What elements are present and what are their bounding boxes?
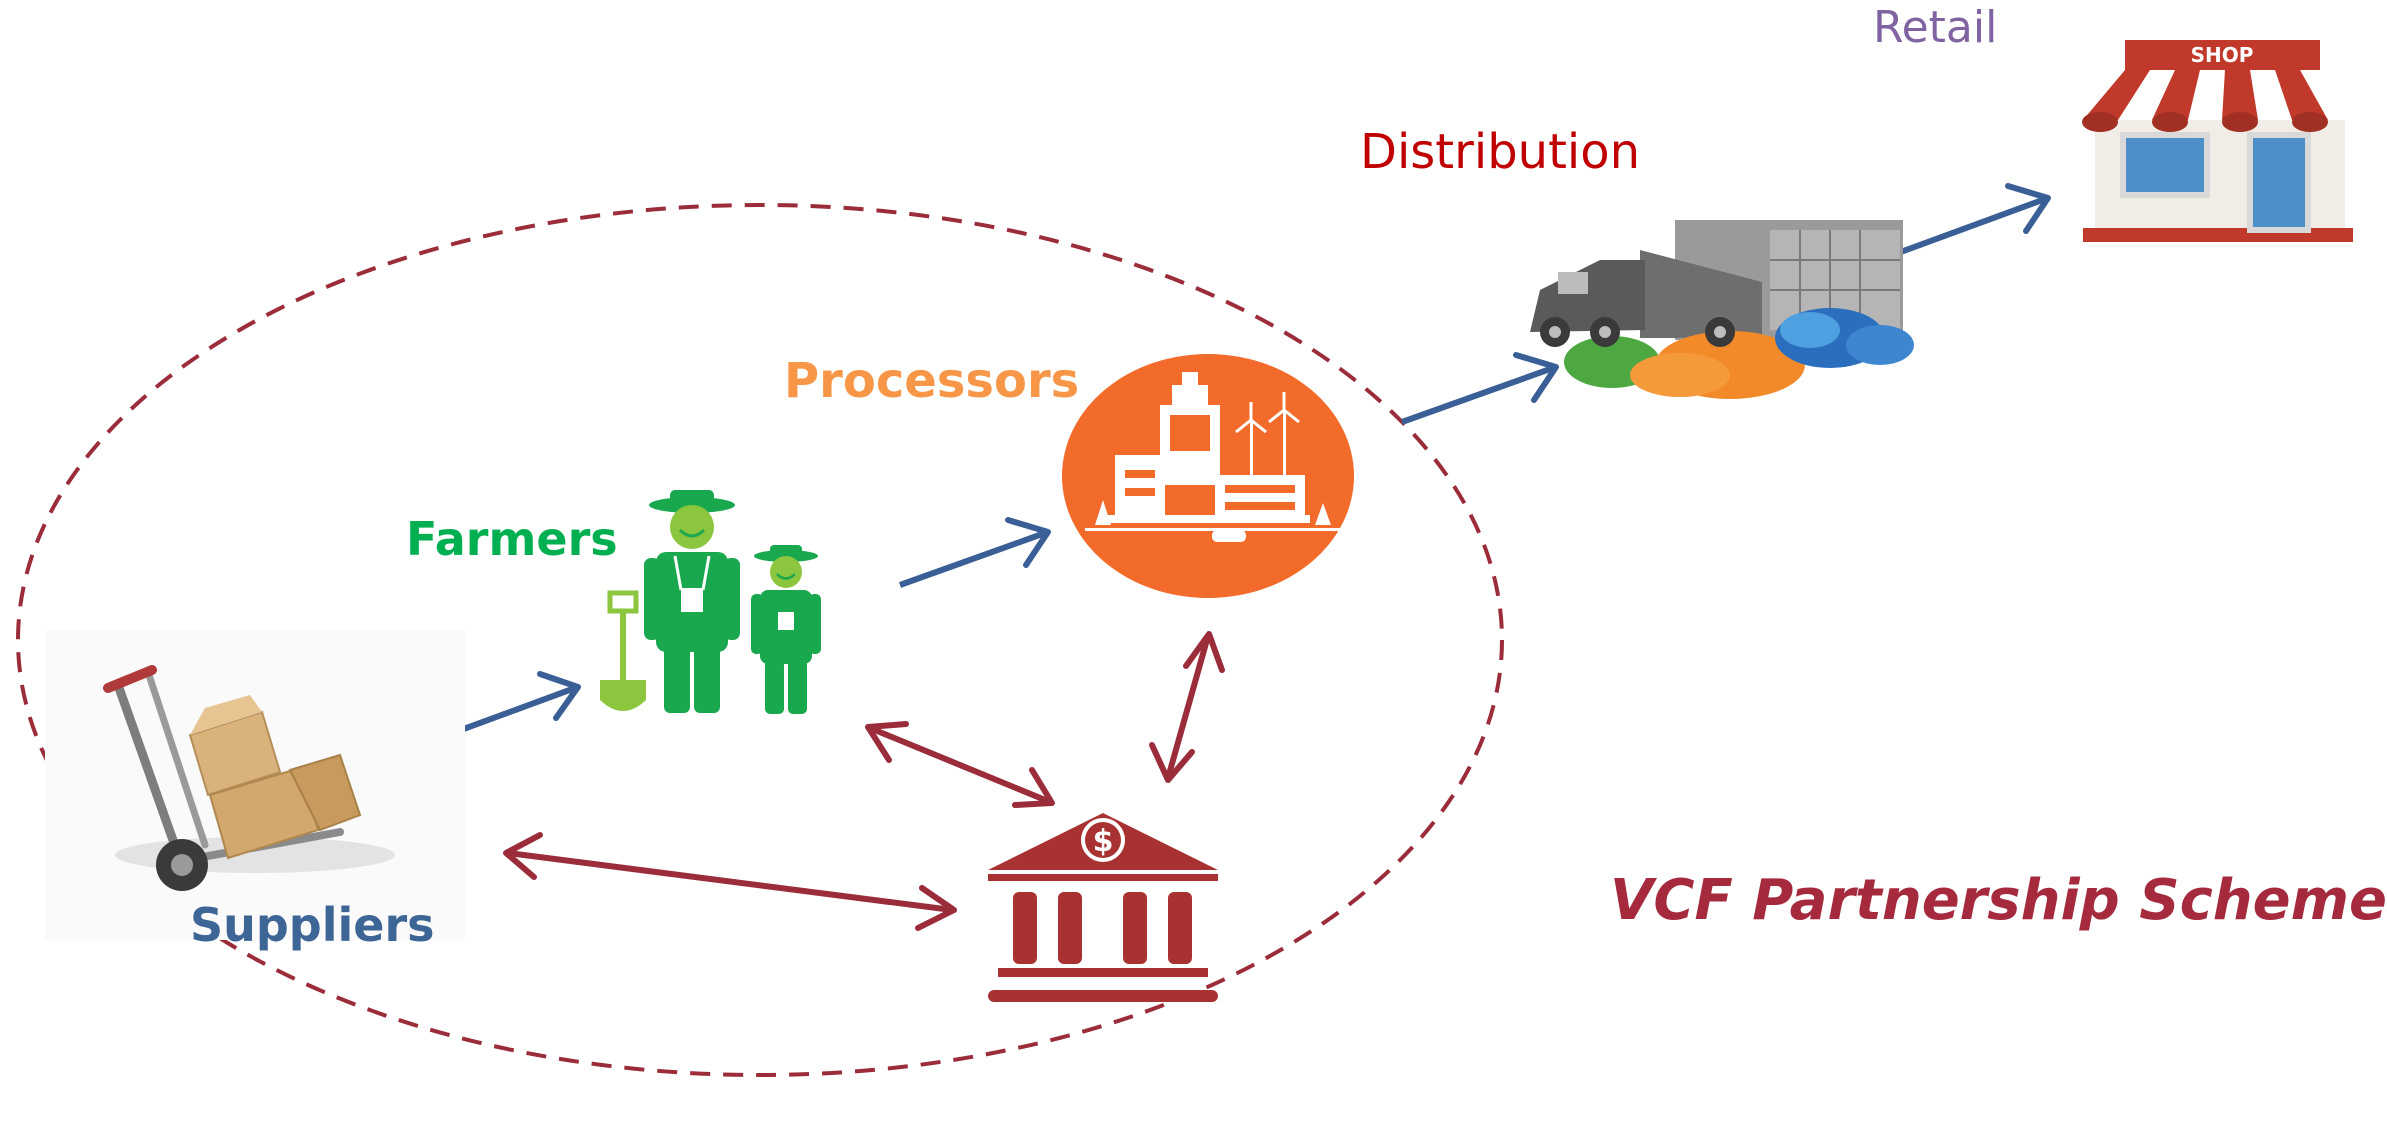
arrow-bank-suppliers [505, 850, 955, 913]
finance-arrows [503, 631, 1225, 931]
truck-warehouse-icon [1530, 220, 1914, 399]
arrow-farmers-to-processors [898, 530, 1047, 588]
arrow-suppliers-to-farmers-head [537, 671, 581, 721]
hand-truck-boxes-icon [45, 630, 465, 940]
shop-sign: SHOP [2191, 43, 2254, 67]
retail-label: Retail [1873, 2, 1998, 53]
arrow-distribution-to-retail [1896, 196, 2047, 256]
bank-dollar-icon: $ [988, 813, 1218, 1002]
farmers-label: Farmers [406, 512, 618, 566]
arrow-bank-processors [1165, 633, 1211, 781]
distribution-label: Distribution [1360, 124, 1641, 180]
arrow-processors-to-distribution-head [1513, 352, 1559, 403]
partnership-boundary [16, 203, 1504, 1077]
scheme-title: VCF Partnership Schemes [1610, 868, 2387, 933]
farmers-with-shovel-icon [600, 490, 821, 714]
arrow-bank-farmers [867, 725, 1053, 805]
factory-circle-icon [1062, 354, 1354, 598]
arrow-distribution-to-retail-head [2005, 183, 2051, 234]
suppliers-label: Suppliers [190, 898, 435, 952]
arrow-processors-to-distribution [1400, 365, 1555, 425]
shop-storefront-icon: SHOP [2082, 40, 2357, 242]
bank-symbol: $ [1093, 824, 1114, 859]
arrow-farmers-to-processors-head [1005, 517, 1051, 568]
processors-label: Processors [784, 353, 1080, 409]
